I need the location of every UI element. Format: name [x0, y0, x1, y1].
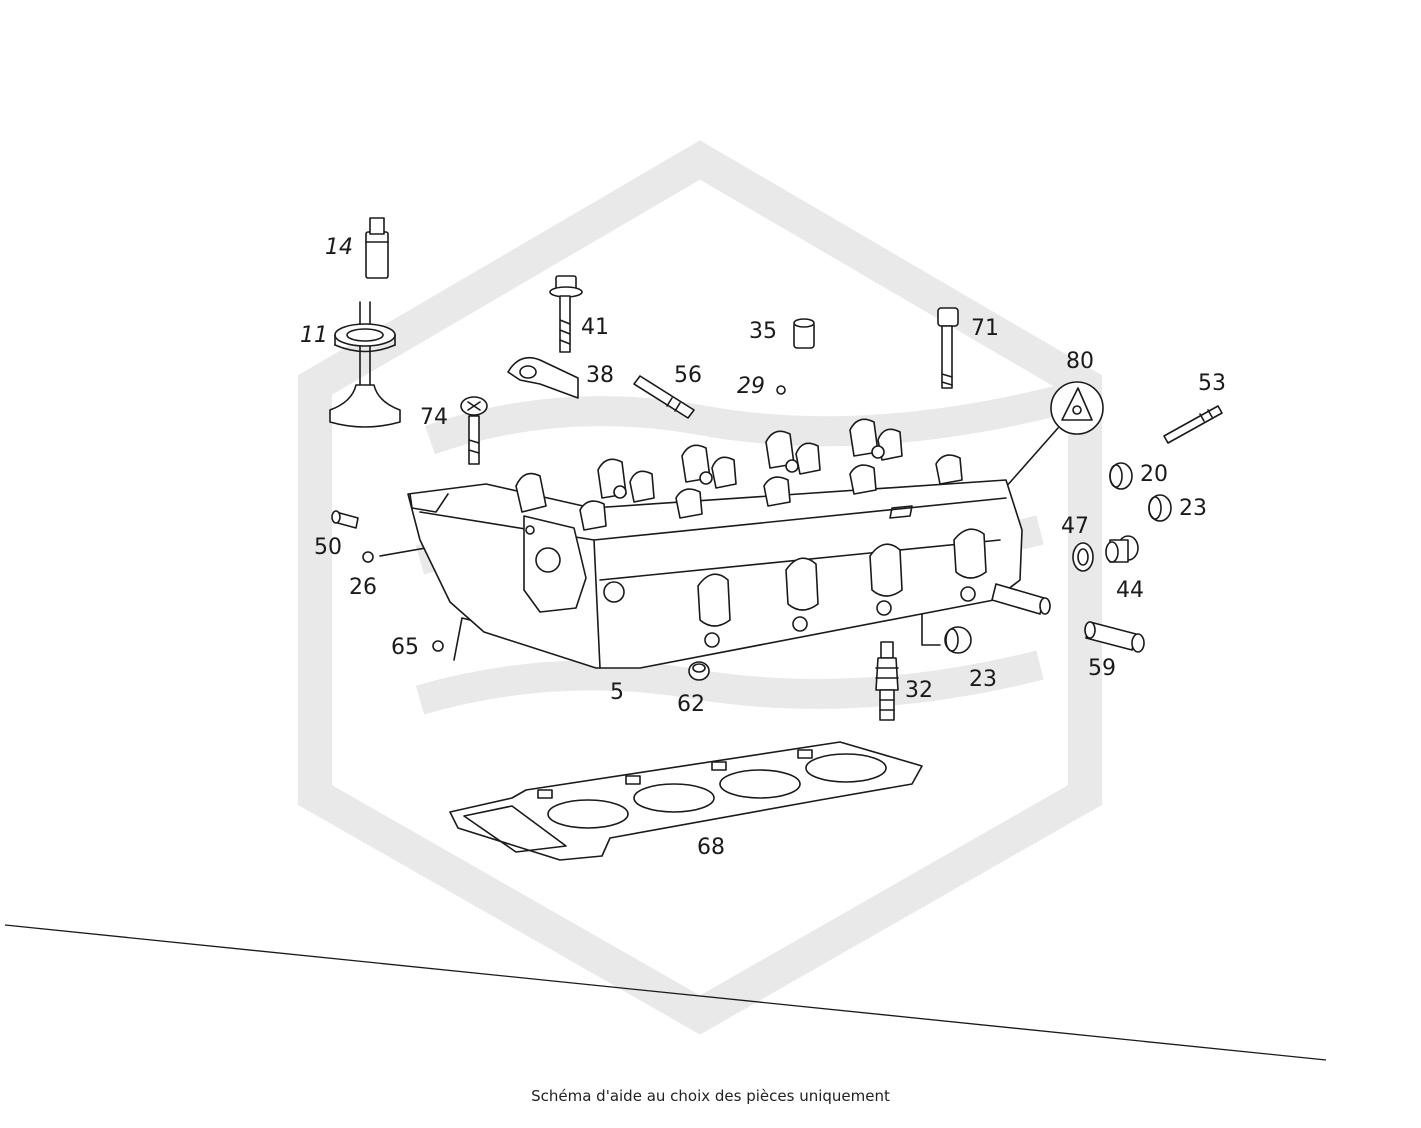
part-label-56[interactable]: 56 — [674, 363, 702, 388]
cylinder-head-part[interactable] — [407, 418, 1051, 669]
part-label-35[interactable]: 35 — [749, 319, 777, 344]
part-label-71[interactable]: 71 — [971, 316, 999, 341]
screw-plug-44-part[interactable] — [1105, 535, 1139, 563]
stud-56-part[interactable] — [633, 375, 695, 419]
dowel-pin-50-part[interactable] — [331, 510, 359, 529]
plate-80-part[interactable] — [1004, 381, 1104, 489]
part-label-80[interactable]: 80 — [1066, 349, 1094, 374]
part-label-14[interactable]: 14 — [325, 235, 353, 260]
part-label-41[interactable]: 41 — [581, 315, 609, 340]
seal-ring-47-part[interactable] — [1072, 542, 1094, 572]
part-label-23-lower[interactable]: 23 — [969, 667, 997, 692]
part-label-26[interactable]: 26 — [349, 575, 377, 600]
pin-59-part[interactable] — [1084, 621, 1145, 653]
glow-plug-32-part[interactable] — [875, 641, 899, 721]
valve-part[interactable] — [329, 301, 401, 428]
plug-23-upper-part[interactable] — [1148, 494, 1172, 522]
head-gasket-part[interactable] — [449, 741, 923, 861]
ball-65-part[interactable] — [432, 617, 471, 661]
part-label-29[interactable]: 29 — [737, 374, 765, 399]
stud-53-part[interactable] — [1163, 405, 1223, 444]
lifter-part[interactable] — [365, 217, 389, 279]
part-label-59[interactable]: 59 — [1088, 656, 1116, 681]
part-label-38[interactable]: 38 — [586, 363, 614, 388]
part-label-32[interactable]: 32 — [905, 678, 933, 703]
part-label-47[interactable]: 47 — [1061, 514, 1089, 539]
part-label-23-upper[interactable]: 23 — [1179, 496, 1207, 521]
plug-20-part[interactable] — [1109, 462, 1133, 490]
part-label-65[interactable]: 65 — [391, 635, 419, 660]
part-label-20[interactable]: 20 — [1140, 462, 1168, 487]
bolt-71-part[interactable] — [937, 307, 959, 389]
part-label-5[interactable]: 5 — [610, 680, 624, 705]
part-label-62[interactable]: 62 — [677, 692, 705, 717]
part-label-74[interactable]: 74 — [420, 405, 448, 430]
part-label-53[interactable]: 53 — [1198, 371, 1226, 396]
screw-74-part[interactable] — [460, 396, 488, 465]
disclaimer-caption: Schéma d'aide au choix des pièces unique… — [531, 1087, 890, 1105]
plug-62-part[interactable] — [688, 661, 710, 681]
part-labels: 14 11 41 38 56 35 29 71 80 53 74 20 23 4… — [300, 235, 1226, 860]
baseline-rule — [4, 924, 1327, 1061]
sleeve-35-part[interactable] — [793, 318, 815, 349]
ball-29-part[interactable] — [776, 385, 786, 395]
rocker-bracket-part[interactable] — [507, 356, 579, 399]
bolt-41-part[interactable] — [549, 275, 583, 353]
part-label-44[interactable]: 44 — [1116, 578, 1144, 603]
part-label-50[interactable]: 50 — [314, 535, 342, 560]
part-label-11[interactable]: 11 — [300, 323, 328, 348]
part-label-68[interactable]: 68 — [697, 835, 725, 860]
